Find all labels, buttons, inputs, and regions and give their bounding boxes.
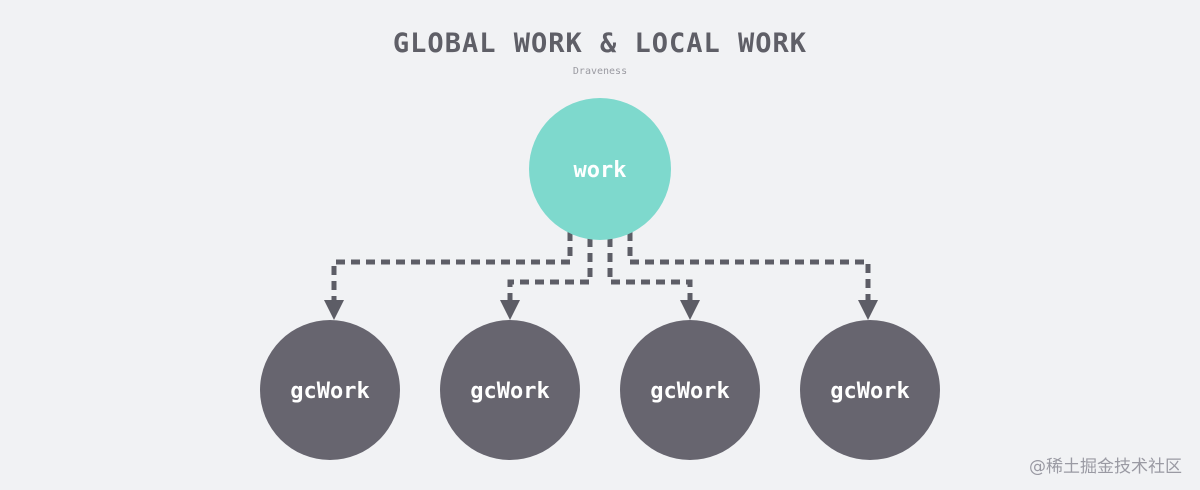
child-node-label: gcWork <box>830 379 909 404</box>
child-node-circle <box>260 320 400 460</box>
child-node-circle <box>800 320 940 460</box>
root-node-label: work <box>574 158 627 183</box>
child-node-circle <box>440 320 580 460</box>
diagram-title: GLOBAL WORK & LOCAL WORK <box>392 28 808 59</box>
edges <box>324 232 878 320</box>
edge-root-child-3 <box>607 238 700 320</box>
diagram-author: Draveness <box>572 66 628 77</box>
child-node-3: gcWork <box>620 320 760 460</box>
root-node: work <box>529 98 671 240</box>
child-node-2: gcWork <box>440 320 580 460</box>
edge-root-child-1 <box>324 232 573 320</box>
watermark: @稀土掘金技术社区 <box>1029 457 1182 477</box>
edge-root-child-4 <box>627 232 878 320</box>
edge-root-child-2 <box>500 238 593 320</box>
child-node-label: gcWork <box>470 379 549 404</box>
child-node-circle <box>620 320 760 460</box>
child-node-1: gcWork <box>260 320 400 460</box>
child-node-label: gcWork <box>290 379 369 404</box>
child-node-4: gcWork <box>800 320 940 460</box>
child-node-label: gcWork <box>650 379 729 404</box>
root-node-circle <box>529 98 671 240</box>
